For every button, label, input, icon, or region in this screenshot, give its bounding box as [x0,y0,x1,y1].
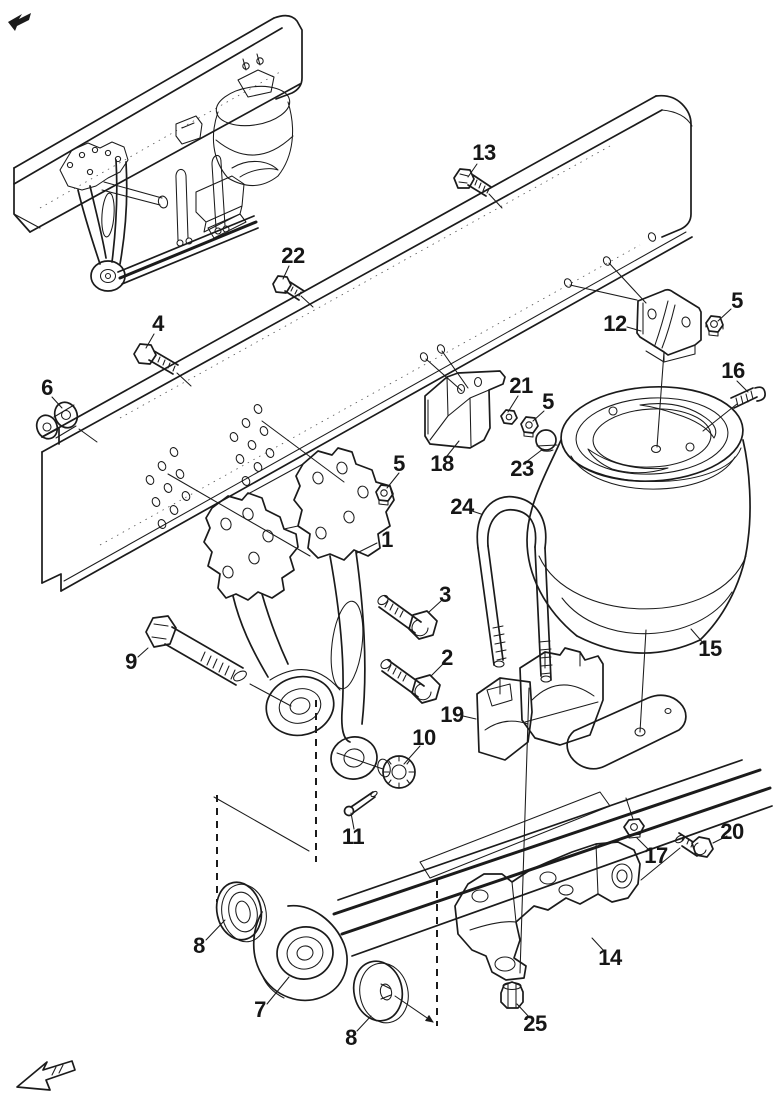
air-spring-mount-plate [566,694,687,770]
bolt-part-3 [377,594,438,640]
nut-part-5-left [375,484,394,506]
direction-arrow-icon [16,1060,76,1091]
nut-part-5-top [705,315,724,337]
part-label-4: 4 [152,311,164,336]
part-label-5-left: 5 [393,451,405,476]
bracket-part-18 [424,370,506,449]
washer-part-8-left [215,881,267,943]
part-label-7: 7 [254,997,266,1022]
knurled-nut-part-10 [377,755,416,789]
part-label-16: 16 [721,358,745,383]
part-label-8-bottom: 8 [345,1025,357,1050]
bolt-part-4 [133,343,179,375]
leader-lines [51,163,749,1032]
part-label-11: 11 [341,824,365,849]
air-fitting-part-6 [35,401,79,440]
part-label-23: 23 [510,456,534,481]
air-fitting-part-16 [730,386,766,409]
part-label-12: 12 [603,311,627,336]
part-label-24: 24 [450,494,474,519]
part-label-21: 21 [509,373,533,398]
bolt-part-22 [272,275,305,301]
part-label-19: 19 [440,702,464,727]
bolt-part-20 [675,832,714,858]
part-label-17: 17 [644,843,668,868]
bolt-part-9 [145,615,247,686]
part-label-1: 1 [381,527,393,552]
air-spring-part-15 [526,385,751,654]
pin-part-11 [343,790,378,817]
nut-part-21 [500,409,518,425]
nut-part-5-mid [520,416,539,438]
part-label-8-left: 8 [193,933,205,958]
part-label-9: 9 [125,649,137,674]
part-label-15: 15 [698,636,722,661]
part-label-3: 3 [439,582,451,607]
part-label-6: 6 [41,375,53,400]
part-label-5-mid: 5 [542,389,554,414]
spring-seat-part-19 [476,647,604,761]
part-label-20: 20 [720,819,744,844]
inset-assembled-view [13,14,303,292]
part-label-22: 22 [281,243,305,268]
rail-holes [145,232,657,529]
direction-arrow-icon [8,13,31,31]
hanger-bracket-part-1 [203,447,395,780]
part-label-14: 14 [598,945,622,970]
bolt-part-2 [380,658,441,704]
bracket-part-12 [636,288,702,363]
cap-part-23 [535,429,558,452]
part-label-25: 25 [523,1011,547,1036]
part-label-10: 10 [412,725,436,750]
part-label-13: 13 [472,140,496,165]
axle-seat-part-14 [454,841,641,981]
washer-part-8-bottom [352,960,409,1024]
nut-part-25 [500,981,524,1009]
leaf-spring [252,759,773,1002]
part-label-18: 18 [430,451,454,476]
frame-rail [41,94,693,592]
bolt-part-13 [453,168,492,197]
part-label-5-top: 5 [731,288,743,313]
u-bolt-part-24 [476,495,553,683]
part-label-2: 2 [441,645,453,670]
